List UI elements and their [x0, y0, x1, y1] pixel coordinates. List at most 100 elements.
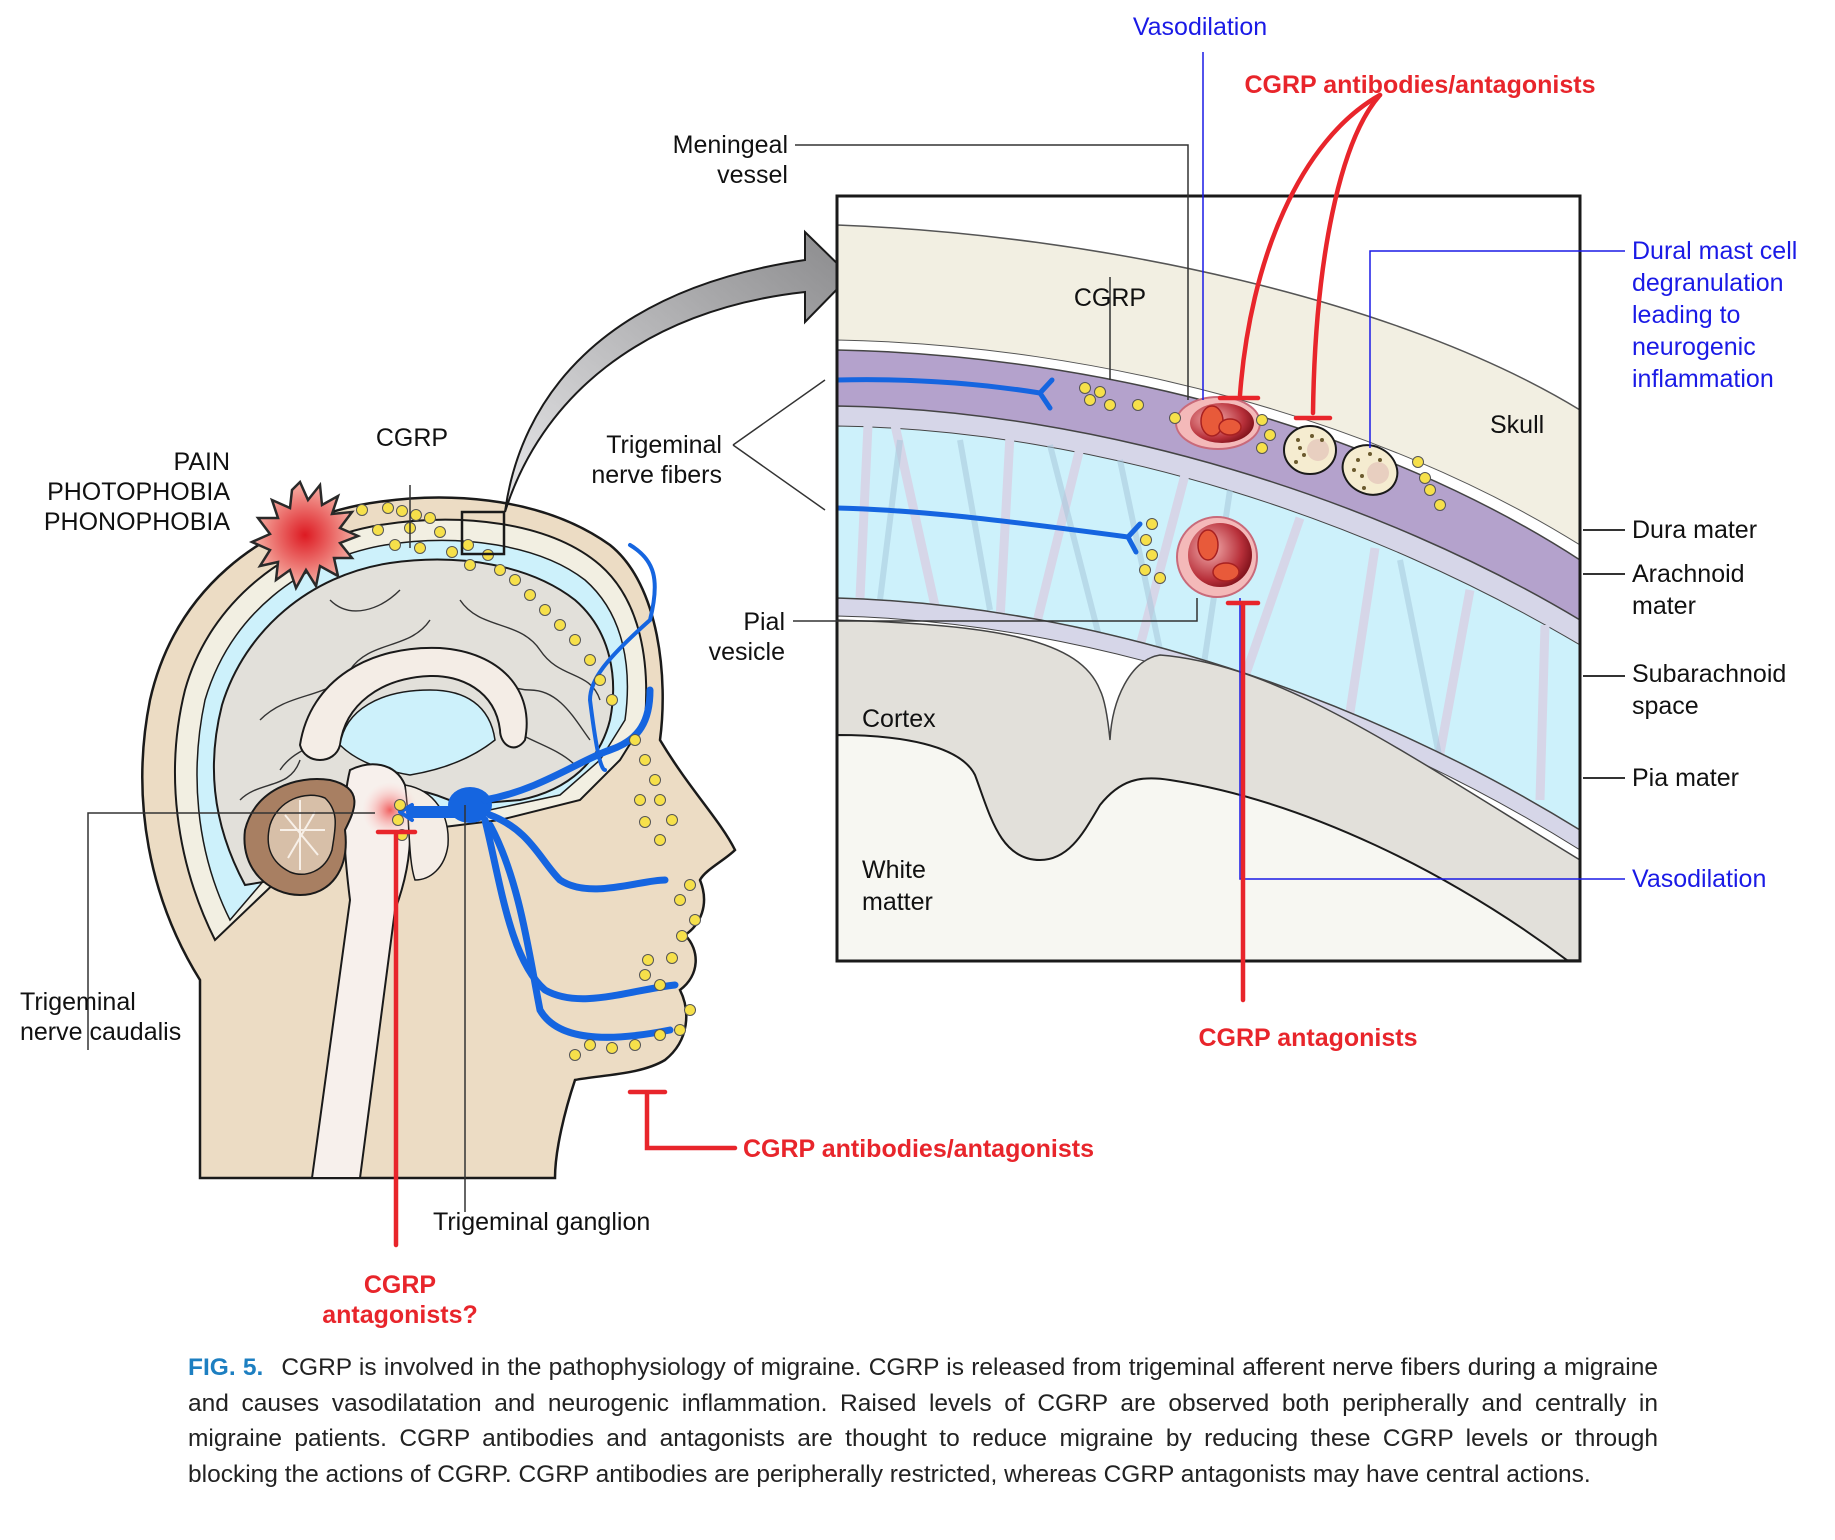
cgrp-vesicle [1424, 484, 1436, 496]
cgrp-vesicle [666, 814, 678, 826]
cgrp-vesicle [1079, 382, 1091, 394]
cgrp-vesicles-left [356, 502, 701, 1061]
cgrp-vesicle [639, 969, 651, 981]
label-dural-mast-cell-5: inflammation [1632, 365, 1774, 393]
inset-nerve-fibers [837, 377, 1143, 555]
mast-cells [1283, 425, 1399, 496]
cgrp-vesicle [654, 979, 666, 991]
figure-number: FIG. 5. [188, 1354, 264, 1381]
cgrp-vesicle [642, 954, 654, 966]
zoom-region-box [460, 510, 506, 556]
label-vasodilation-top: Vasodilation [1133, 13, 1267, 41]
cgrp-vesicle [674, 1024, 686, 1036]
cgrp-vesicle [584, 1039, 596, 1051]
label-skull: Skull [1490, 411, 1544, 439]
inset-frame [835, 194, 1582, 963]
label-dural-mast-cell-2: degranulation [1632, 269, 1784, 297]
meninges-inset [837, 196, 1580, 961]
cgrp-vesicle [410, 509, 422, 521]
label-dural-mast-cell-3: leading to [1632, 301, 1740, 329]
cgrp-vesicle [666, 952, 678, 964]
cgrp-vesicle [569, 634, 581, 646]
label-pial-vesicle-2: vesicle [709, 638, 785, 666]
cgrp-vesicle [1412, 456, 1424, 468]
cgrp-vesicle [654, 794, 666, 806]
cgrp-vesicle [1256, 442, 1268, 454]
label-cortex: Cortex [862, 705, 936, 733]
label-pial-vesicle-1: Pial [743, 608, 785, 636]
label-antibodies-antagonists-top: CGRP antibodies/antagonists [1245, 71, 1596, 99]
trigeminal-nerve [398, 543, 679, 1041]
label-trigeminal-nerve-fibers-1: Trigeminal [606, 431, 722, 459]
caption-text: CGRP is involved in the pathophysiology … [188, 1354, 1658, 1488]
cgrp-vesicle [446, 546, 458, 558]
cgrp-vesicle [1132, 399, 1144, 411]
inhibitor-markers [375, 92, 1383, 1248]
cgrp-vesicle [684, 879, 696, 891]
cgrp-vesicle [654, 1029, 666, 1041]
cgrp-vesicle [1139, 564, 1151, 576]
pial-vessel [1176, 516, 1258, 598]
cgrp-vesicle [594, 674, 606, 686]
cgrp-vesicle [1104, 399, 1116, 411]
cgrp-vesicle [606, 694, 618, 706]
symptom-photophobia: PHOTOPHOBIA [47, 478, 230, 506]
label-trigeminal-nerve-caudalis-2: nerve caudalis [20, 1018, 181, 1046]
label-cgrp-left: CGRP [376, 424, 448, 452]
label-dural-mast-cell-4: neurogenic [1632, 333, 1756, 361]
cgrp-vesicle [1256, 414, 1268, 426]
cgrp-vesicle [554, 619, 566, 631]
cgrp-vesicle [539, 604, 551, 616]
cgrp-vesicle [424, 512, 436, 524]
cgrp-vesicle [634, 794, 646, 806]
label-white-matter-2: matter [862, 888, 933, 916]
cerebellum [243, 778, 356, 897]
cgrp-vesicle [1084, 394, 1096, 406]
label-cgrp-antagonists-inset: CGRP antagonists [1198, 1024, 1417, 1052]
cgrp-vesicle [639, 816, 651, 828]
cgrp-vesicle [494, 564, 506, 576]
cgrp-vesicle [1434, 499, 1446, 511]
cgrp-vesicle [524, 589, 536, 601]
label-cgrp-antagonists-question-2: antagonists? [322, 1301, 478, 1329]
cgrp-vesicle [1169, 412, 1181, 424]
cgrp-vesicle [434, 526, 446, 538]
cgrp-vesicle [674, 894, 686, 906]
head-illustration [141, 479, 737, 1180]
cgrp-vesicle [1140, 534, 1152, 546]
cgrp-vesicle [1094, 386, 1106, 398]
cgrp-vesicle [606, 1042, 618, 1054]
cgrp-vesicle [464, 559, 476, 571]
figure-caption: FIG. 5.CGRP is involved in the pathophys… [188, 1350, 1658, 1492]
arachnoid-trabeculae [855, 424, 1550, 801]
pain-burst [248, 479, 362, 592]
label-dural-mast-cell-1: Dural mast cell [1632, 237, 1797, 265]
cgrp-vesicle [629, 734, 641, 746]
symptom-phonophobia: PHONOPHOBIA [44, 508, 230, 536]
cgrp-vesicle [639, 754, 651, 766]
cgrp-vesicle [389, 539, 401, 551]
label-cgrp-inset: CGRP [1074, 284, 1146, 312]
caudalis-glow [362, 782, 418, 838]
cgrp-vesicle [356, 504, 368, 516]
cgrp-vesicle [676, 930, 688, 942]
label-subarachnoid-space-2: space [1632, 692, 1699, 720]
cgrp-vesicle [654, 834, 666, 846]
label-trigeminal-ganglion: Trigeminal ganglion [433, 1208, 650, 1236]
label-trigeminal-nerve-fibers-2: nerve fibers [591, 461, 722, 489]
cgrp-vesicle [394, 799, 406, 811]
cgrp-vesicle [396, 505, 408, 517]
label-subarachnoid-space-1: Subarachnoid [1632, 660, 1786, 688]
cgrp-vesicle [1419, 472, 1431, 484]
cgrp-vesicle [1146, 518, 1158, 530]
label-white-matter-1: White [862, 856, 926, 884]
label-arachnoid-mater-1: Arachnoid [1632, 560, 1745, 588]
label-meningeal-vessel-2: vessel [717, 161, 788, 189]
label-antibodies-antagonists-bottom: CGRP antibodies/antagonists [743, 1135, 1094, 1163]
migraine-cgrp-figure: PAIN PHOTOPHOBIA PHONOPHOBIA CGRP Trigem… [20, 13, 1797, 1329]
label-vasodilation-bottom: Vasodilation [1632, 865, 1766, 893]
cgrp-vesicle [689, 914, 701, 926]
cgrp-vesicle [684, 1004, 696, 1016]
cgrp-vesicle [1146, 549, 1158, 561]
label-meningeal-vessel-1: Meningeal [673, 131, 788, 159]
